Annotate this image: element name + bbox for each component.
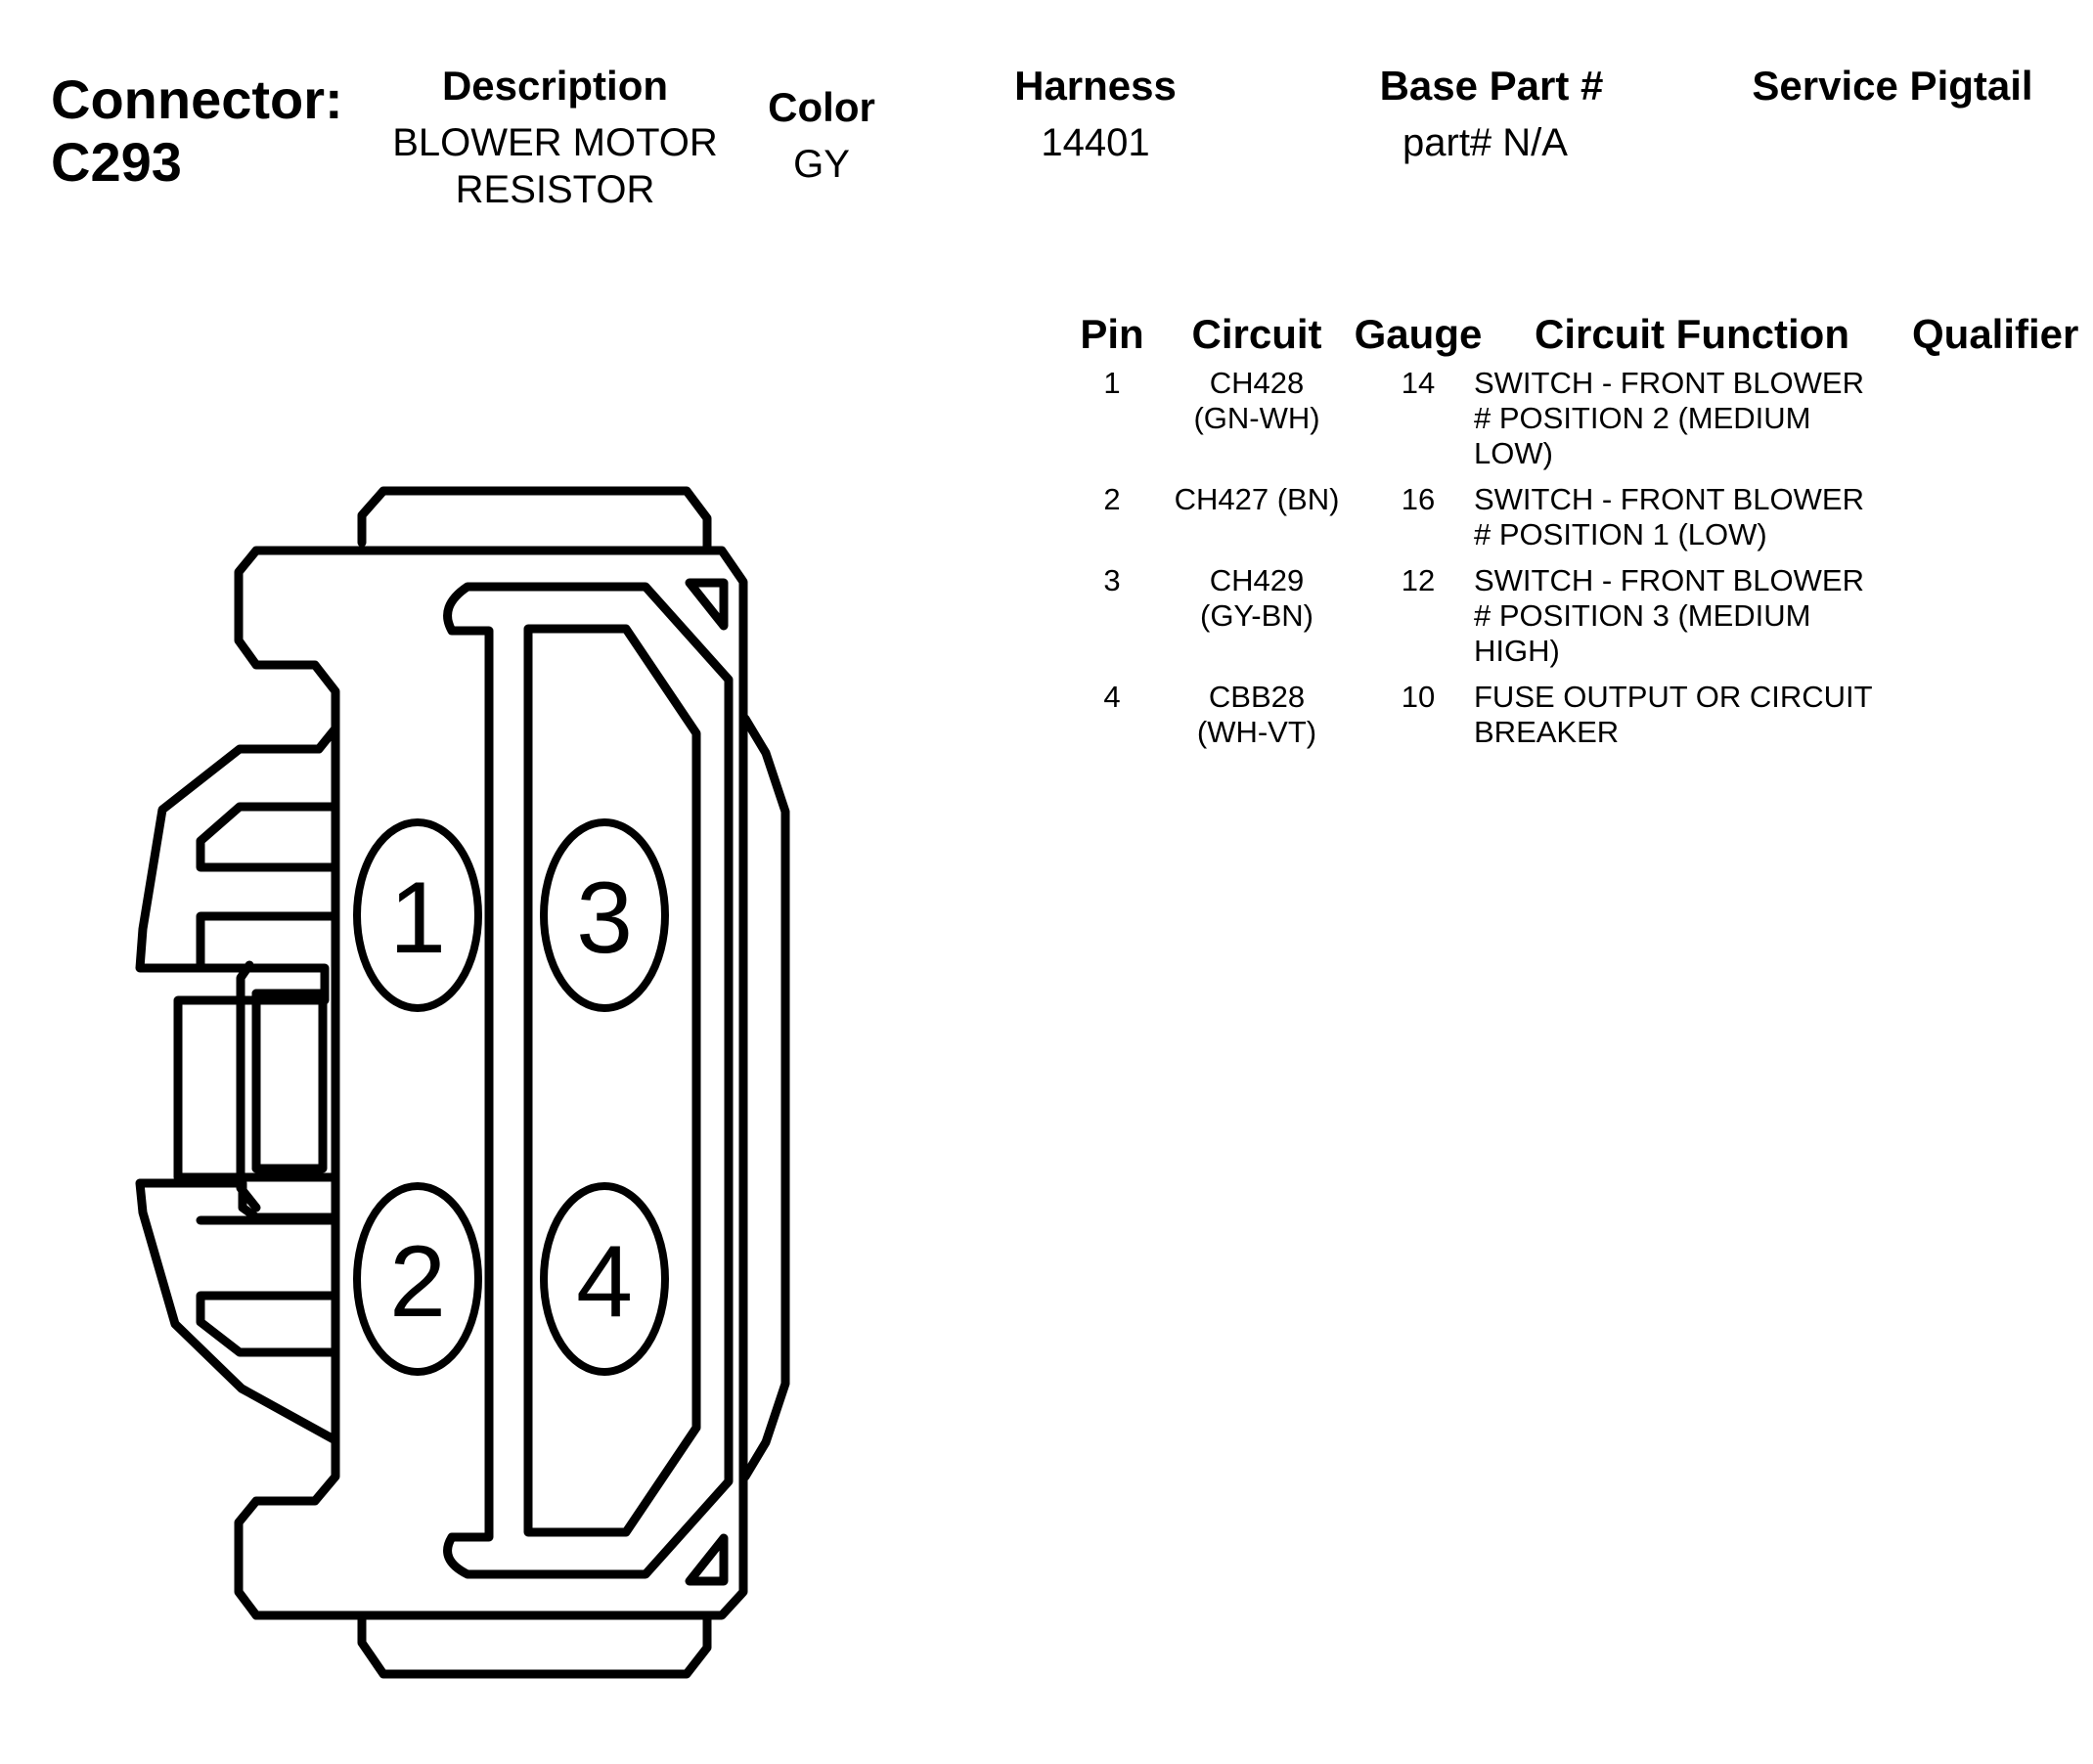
circuit-line: CBB28 [1208,680,1306,714]
circuit-line: (WH-VT) [1196,715,1317,749]
latch-slot-upper-1 [196,802,340,872]
bottom-tab [357,1613,712,1679]
circuit-cell: CBB28 (WH-VT) [1169,680,1345,750]
pin-cavity [523,624,701,1537]
function-line: HIGH) [1474,634,1560,668]
table-row: 2 CH427 (BN) 16 SWITCH - FRONT BLOWER # … [1071,482,2088,560]
pin-circle [540,818,669,1012]
pin-circle [353,818,482,1012]
gauge-cell: 12 [1401,563,1436,597]
latch-slot-lower-2 [196,1291,340,1357]
polarity-mark-top [685,578,729,631]
latch-spring [236,960,261,1213]
circuit-function-cell: FUSE OUTPUT OR CIRCUIT BREAKER [1474,680,1904,750]
circuit-cell: CH429 (GY-BN) [1169,563,1345,634]
pin-1: 1 [353,818,482,1012]
inner-frame [443,582,734,1579]
column-header-gauge: Gauge [1354,311,1483,357]
pin-number: 1 [1103,366,1121,400]
circuit-line: (GY-BN) [1200,598,1314,633]
pin-4: 4 [540,1182,669,1376]
base-part-label: Base Part # [1379,63,1604,109]
latch-window [251,989,328,1173]
harness-label: Harness [1014,63,1177,109]
column-header-circuit: Circuit [1191,311,1322,357]
circuit-line: CH429 [1209,563,1305,597]
base-part-value: part# N/A [1403,121,1568,164]
description-column: Description BLOWER MOTOR RESISTOR [372,63,738,213]
pin-layer: 1 2 3 4 [353,818,669,1376]
column-header-circuit-function: Circuit Function [1535,311,1849,357]
pin-label: 3 [576,861,633,975]
pin-number: 4 [1103,680,1121,714]
pin-circle [540,1182,669,1376]
gauge-cell: 14 [1401,366,1436,400]
right-rim [740,714,790,1481]
harness-column: Harness 14401 [988,63,1203,166]
connector-title: Connector: C293 [51,68,343,194]
table-row: 3 CH429 (GY-BN) 12 SWITCH - FRONT BLOWER… [1071,563,2088,671]
function-line: # POSITION 1 (LOW) [1474,517,1767,551]
housing-outline [135,546,748,1620]
circuit-line: (GN-WH) [1193,401,1320,435]
circuit-function-cell: SWITCH - FRONT BLOWER # POSITION 3 (MEDI… [1474,563,1904,669]
function-line: FUSE OUTPUT OR CIRCUIT [1474,680,1873,714]
circuit-cell: CH427 (BN) [1169,482,1345,517]
circuit-function-cell: SWITCH - FRONT BLOWER # POSITION 2 (MEDI… [1474,366,1904,471]
table-row: 1 CH428 (GN-WH) 14 SWITCH - FRONT BLOWER… [1071,366,2088,473]
column-header-pin: Pin [1080,311,1144,357]
pin-3: 3 [540,818,669,1012]
connector-label: Connector: [51,68,343,130]
harness-value: 14401 [1041,121,1150,164]
pin-label: 1 [389,861,446,975]
connector-id: C293 [51,131,182,193]
function-line: SWITCH - FRONT BLOWER [1474,366,1864,400]
circuit-function-cell: SWITCH - FRONT BLOWER # POSITION 1 (LOW) [1474,482,1904,552]
top-tab [357,486,712,552]
function-line: LOW) [1474,436,1553,470]
column-header-qualifier: Qualifier [1912,311,2079,357]
description-line-2: RESISTOR [455,168,655,211]
base-part-column: Base Part # part# N/A [1350,63,1633,166]
function-line: # POSITION 3 (MEDIUM [1474,598,1811,633]
gauge-cell: 16 [1401,482,1436,516]
description-line-1: BLOWER MOTOR [392,121,718,164]
pin-label: 4 [576,1225,633,1339]
pin-table: Pin Circuit Gauge Circuit Function Quali… [1071,311,2088,898]
description-label: Description [441,63,669,109]
color-value: GY [793,143,850,186]
function-line: SWITCH - FRONT BLOWER [1474,563,1864,597]
color-label: Color [768,84,875,130]
gauge-cell: 10 [1401,680,1436,714]
service-pigtail-label: Service Pigtail [1752,63,2033,109]
circuit-cell: CH428 (GN-WH) [1169,366,1345,436]
table-row: 4 CBB28 (WH-VT) 10 FUSE OUTPUT OR CIRCUI… [1071,680,2088,758]
pin-circle [353,1182,482,1376]
function-line: # POSITION 2 (MEDIUM [1474,401,1811,435]
function-line: BREAKER [1474,715,1620,749]
latch-slot-upper-2 [196,911,340,973]
function-line: SWITCH - FRONT BLOWER [1474,482,1864,516]
connector-housing [135,486,790,1679]
pin-label: 2 [389,1225,446,1339]
pin-2: 2 [353,1182,482,1376]
circuit-line: CH428 [1209,366,1305,400]
circuit-line: CH427 (BN) [1174,482,1340,516]
color-column: Color GY [753,84,890,188]
pin-number: 3 [1103,563,1121,597]
pin-number: 2 [1103,482,1121,516]
polarity-mark-bottom [685,1533,729,1586]
